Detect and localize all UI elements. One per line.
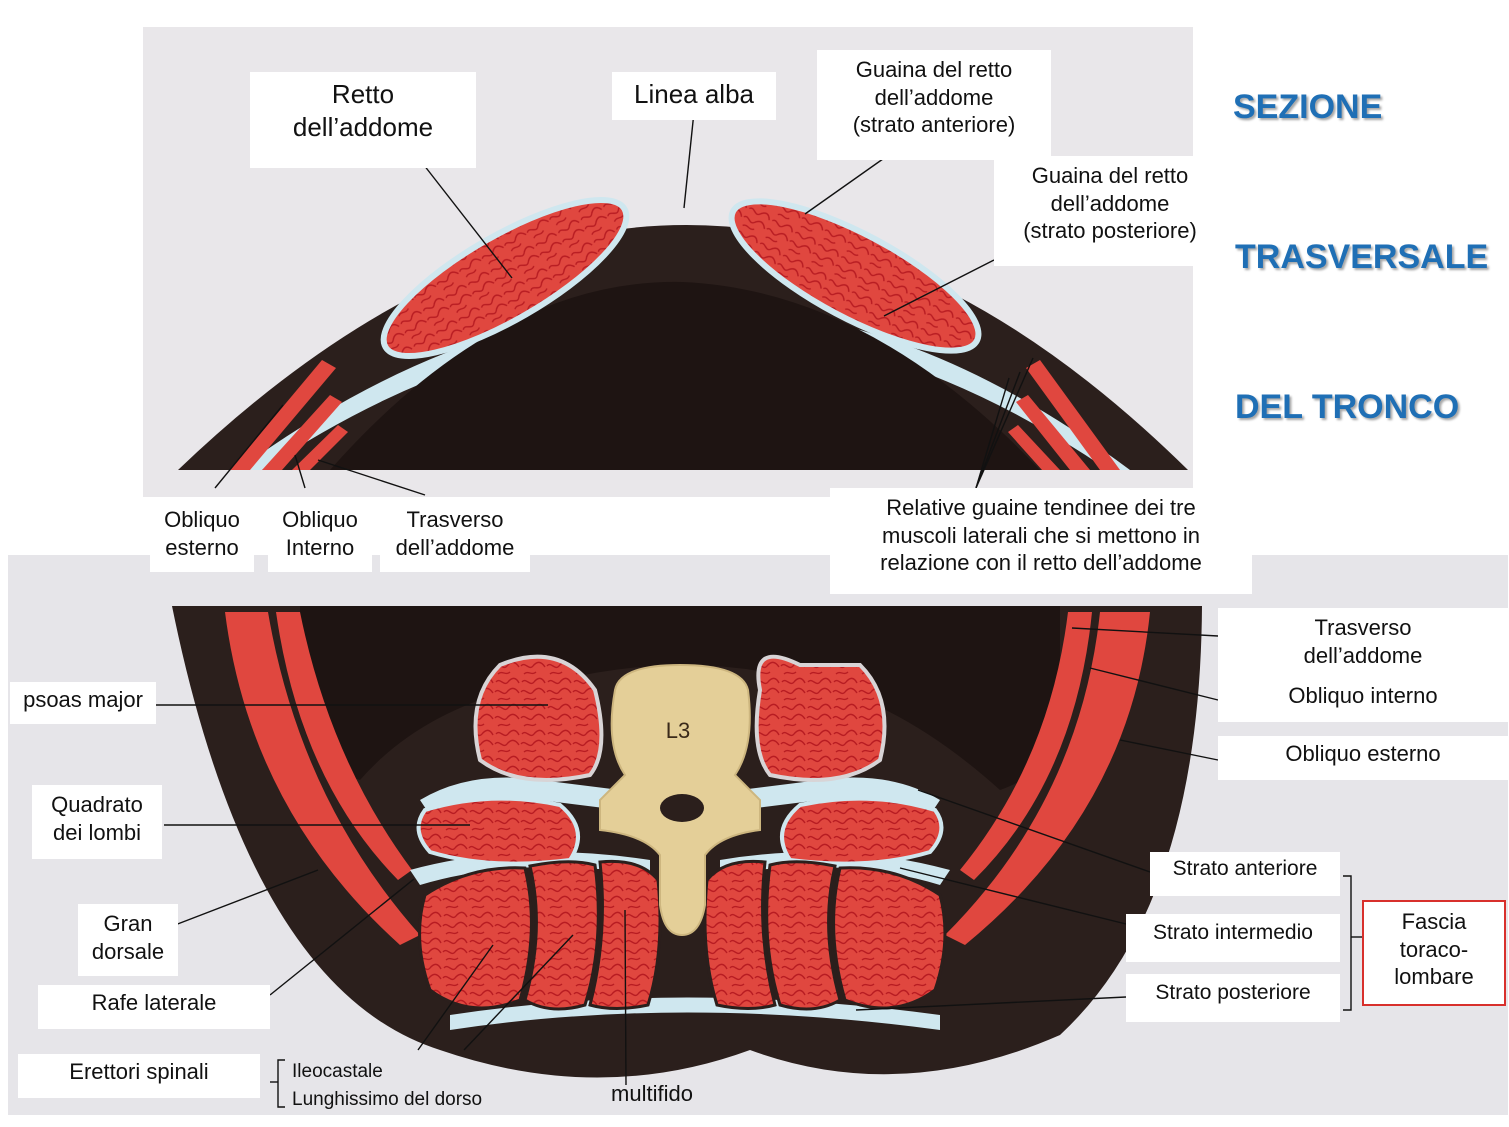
lateral-muscle-left-1	[225, 612, 420, 945]
trasverso-left	[292, 425, 348, 470]
label-obliquo-interno-bottom: Obliquo interno	[1218, 678, 1508, 722]
label-multifido: multifido	[611, 1081, 693, 1106]
label-psoas: psoas major	[10, 682, 156, 724]
label-obliquo-esterno-top: Obliquo esterno	[150, 500, 254, 572]
label-ileocostale: Ileocastale	[292, 1061, 383, 1082]
label-guaina-posteriore: Guaina del retto dell’addome (strato pos…	[994, 156, 1226, 266]
label-trasverso-top: Trasverso dell’addome	[380, 500, 530, 572]
label-strato-posteriore: Strato posteriore	[1126, 974, 1340, 1022]
label-guaina-anteriore: Guaina del retto dell’addome (strato ant…	[817, 50, 1051, 160]
psoas-left	[473, 654, 604, 782]
obliquo-esterno-right	[1026, 360, 1120, 470]
title-line-1: SEZIONE	[1233, 88, 1383, 126]
abdominal-cavity-bottom	[300, 606, 1060, 790]
label-erettori: Erettori spinali	[18, 1054, 260, 1098]
top-section	[178, 197, 1188, 470]
title-line-3: DEL TRONCO	[1235, 388, 1460, 426]
vertebral-foramen	[660, 794, 704, 822]
ileocostale-right	[832, 866, 947, 1010]
label-strato-intermedio: Strato intermedio	[1126, 914, 1340, 962]
strato-anteriore-left	[420, 777, 620, 815]
label-quadrato: Quadrato dei lombi	[32, 785, 162, 859]
strato-anteriore-right	[740, 777, 940, 815]
lateral-muscle-left-2	[276, 612, 412, 880]
obliquo-interno-left	[262, 395, 342, 470]
lunghissimo-left	[523, 860, 600, 1011]
rectus-right	[728, 198, 982, 354]
vertebra-label: L3	[666, 718, 690, 743]
abdominal-cavity	[330, 281, 1040, 470]
ileocostale-left	[418, 866, 533, 1010]
label-retto: Retto dell’addome	[250, 72, 476, 168]
leader-lines	[156, 111, 1362, 1108]
obliquo-interno-right	[1016, 395, 1090, 470]
label-lunghissimo: Lunghissimo del dorso	[292, 1089, 483, 1110]
psoas-right	[754, 654, 887, 782]
obliquo-esterno-left	[230, 360, 336, 470]
lunghissimo-right	[765, 860, 842, 1011]
label-rafe: Rafe laterale	[38, 985, 270, 1029]
label-obliquo-interno-top: Obliquo Interno	[268, 500, 372, 572]
title-line-2: TRASVERSALE	[1235, 238, 1489, 276]
trasverso-right	[1008, 425, 1060, 470]
label-gran-dorsale: Gran dorsale	[78, 904, 178, 976]
lateral-muscle-right-1	[945, 612, 1150, 945]
label-strato-anteriore: Strato anteriore	[1150, 852, 1340, 896]
quadrato-left	[416, 796, 580, 866]
lateral-muscle-right-2	[960, 612, 1092, 880]
quadrato-right	[780, 796, 944, 866]
label-trasverso-bottom: Trasverso dell’addome	[1218, 608, 1508, 684]
label-linea-alba: Linea alba	[612, 72, 776, 120]
label-fascia-toraco-lombare: Fascia toraco- lombare	[1362, 900, 1506, 1006]
label-relative-guaine: Relative guaine tendinee dei tre muscoli…	[830, 488, 1252, 594]
multifido-right	[703, 859, 777, 1010]
label-obliquo-esterno-bottom: Obliquo esterno	[1218, 736, 1508, 780]
bottom-section: L3	[172, 606, 1202, 1078]
